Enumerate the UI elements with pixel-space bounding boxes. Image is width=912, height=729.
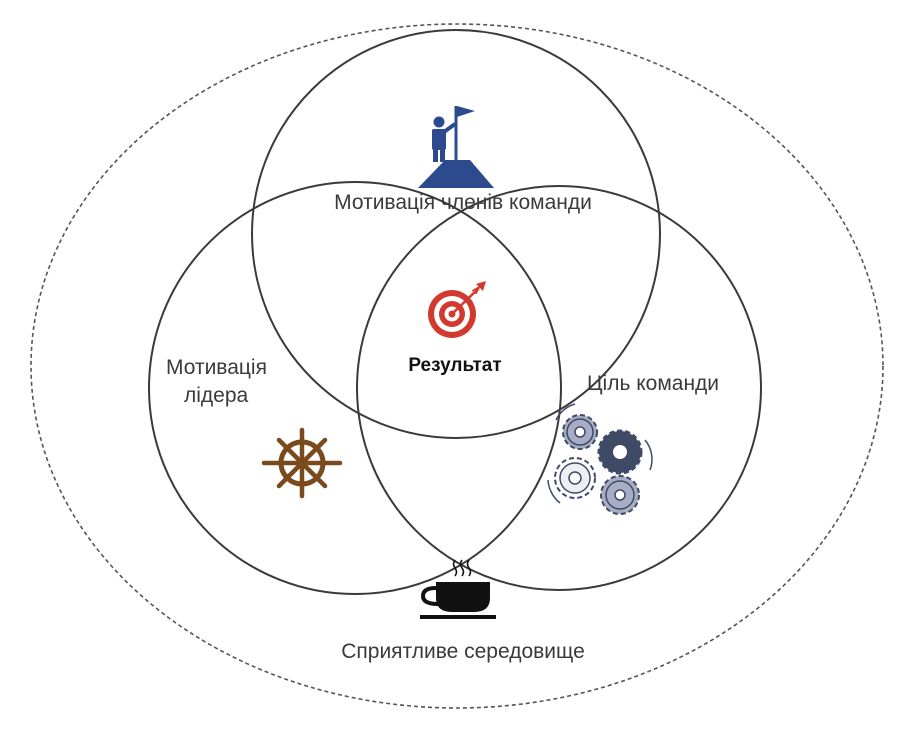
result-label: Результат bbox=[408, 355, 501, 376]
goal-circle bbox=[356, 185, 762, 591]
target-arrow-icon bbox=[428, 281, 486, 338]
environment-ellipse bbox=[30, 23, 884, 709]
coffee-cup-icon bbox=[420, 559, 496, 619]
flag-on-summit-icon bbox=[418, 106, 494, 188]
team-members-circle bbox=[251, 29, 661, 439]
gears-icon bbox=[547, 403, 653, 515]
leader-circle bbox=[148, 181, 562, 595]
team-members-motivation-label: Мотивація членів команди bbox=[334, 191, 592, 214]
ship-wheel-icon bbox=[261, 427, 343, 499]
leader-motivation-label-line2: лідера bbox=[184, 384, 249, 407]
leader-motivation-label-line1: Мотивація bbox=[166, 356, 267, 379]
team-goal-label: Ціль команди bbox=[587, 372, 719, 395]
environment-label: Сприятливе середовище bbox=[341, 640, 585, 663]
